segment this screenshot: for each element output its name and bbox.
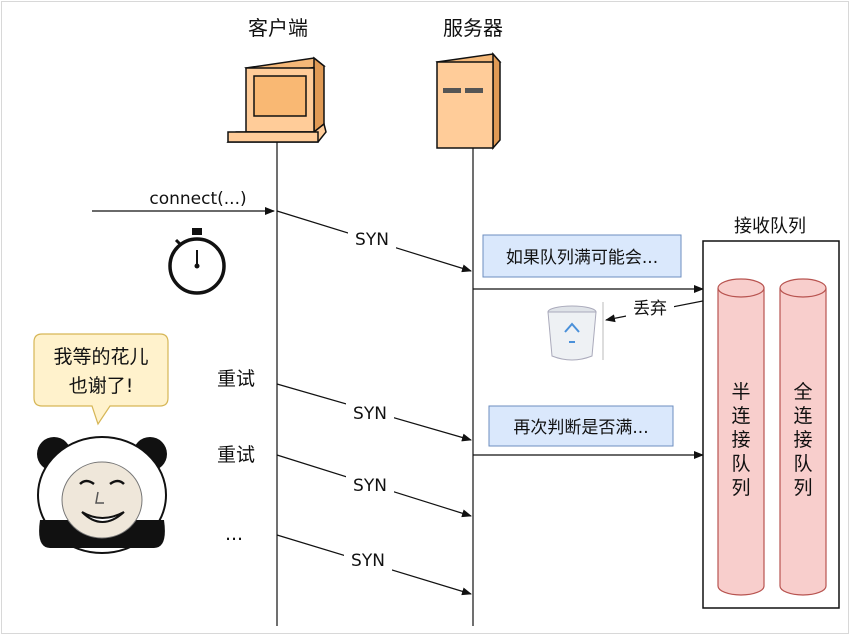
queue-title: 接收队列 [734, 216, 806, 237]
syn-label-1: SYN [355, 230, 389, 250]
computer-icon [226, 56, 327, 143]
note-queue-full-text: 如果队列满可能会... [506, 248, 658, 268]
server-icon [435, 52, 502, 150]
note-queue-full [482, 234, 682, 278]
connect-label: connect(...) [149, 189, 246, 209]
syn-label-2: SYN [353, 404, 387, 424]
panda-meme-icon [37, 436, 167, 554]
note-check-full [488, 405, 674, 447]
half-connection-queue: 半连接队列 [717, 278, 765, 596]
note-check-full-text: 再次判断是否满... [513, 418, 648, 438]
ellipsis-label: ... [225, 523, 243, 545]
stopwatch-icon [168, 228, 226, 295]
drop-label: 丢弃 [633, 299, 667, 319]
full-queue-label: 全连接队列 [793, 381, 812, 499]
client-header: 客户端 [248, 16, 308, 40]
bubble-line-2: 也谢了! [69, 375, 134, 397]
syn-label-4: SYN [351, 551, 385, 571]
trash-bin-icon [547, 302, 604, 361]
server-header: 服务器 [443, 16, 503, 40]
retry-label-1: 重试 [217, 368, 255, 390]
retry-label-2: 重试 [217, 444, 255, 466]
syn-label-3: SYN [353, 476, 387, 496]
full-connection-queue: 全连接队列 [779, 278, 827, 596]
bubble-line-1: 我等的花儿 [53, 346, 148, 368]
speech-bubble: 我等的花儿 也谢了! [33, 333, 169, 426]
half-queue-label: 半连接队列 [731, 381, 750, 499]
